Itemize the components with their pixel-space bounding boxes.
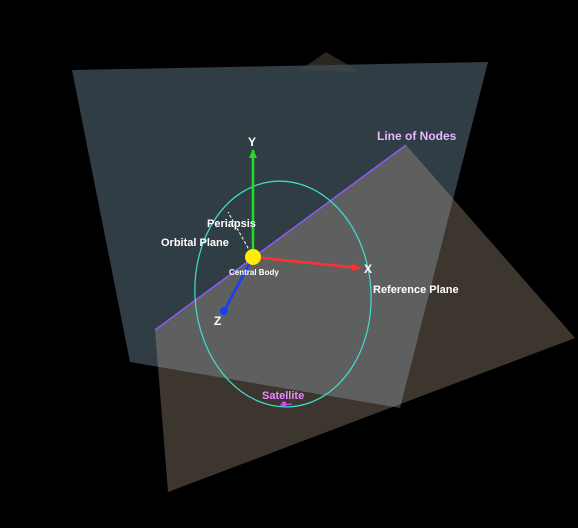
orbit-path [194,180,372,408]
satellite-label: Satellite [262,390,304,402]
orbital-plane-label: Orbital Plane [161,237,229,249]
reference-plane-label: Reference Plane [373,284,459,296]
periapsis-line [227,211,254,258]
line-of-nodes [154,144,407,331]
z-axis-label: Z [214,314,221,328]
periapsis-label: Periapsis [207,218,256,230]
reference-plane [155,145,575,492]
satellite-velocity [279,403,293,406]
orbital-plane [72,62,488,408]
x-axis-label: X [364,262,372,276]
central-body [245,249,261,265]
line-of-nodes-label: Line of Nodes [377,129,457,143]
central-body-label: Central Body [229,268,279,277]
z-axis-tip [220,307,228,315]
z-axis [222,256,255,312]
x-axis [252,255,361,272]
y-axis-label: Y [248,135,256,149]
